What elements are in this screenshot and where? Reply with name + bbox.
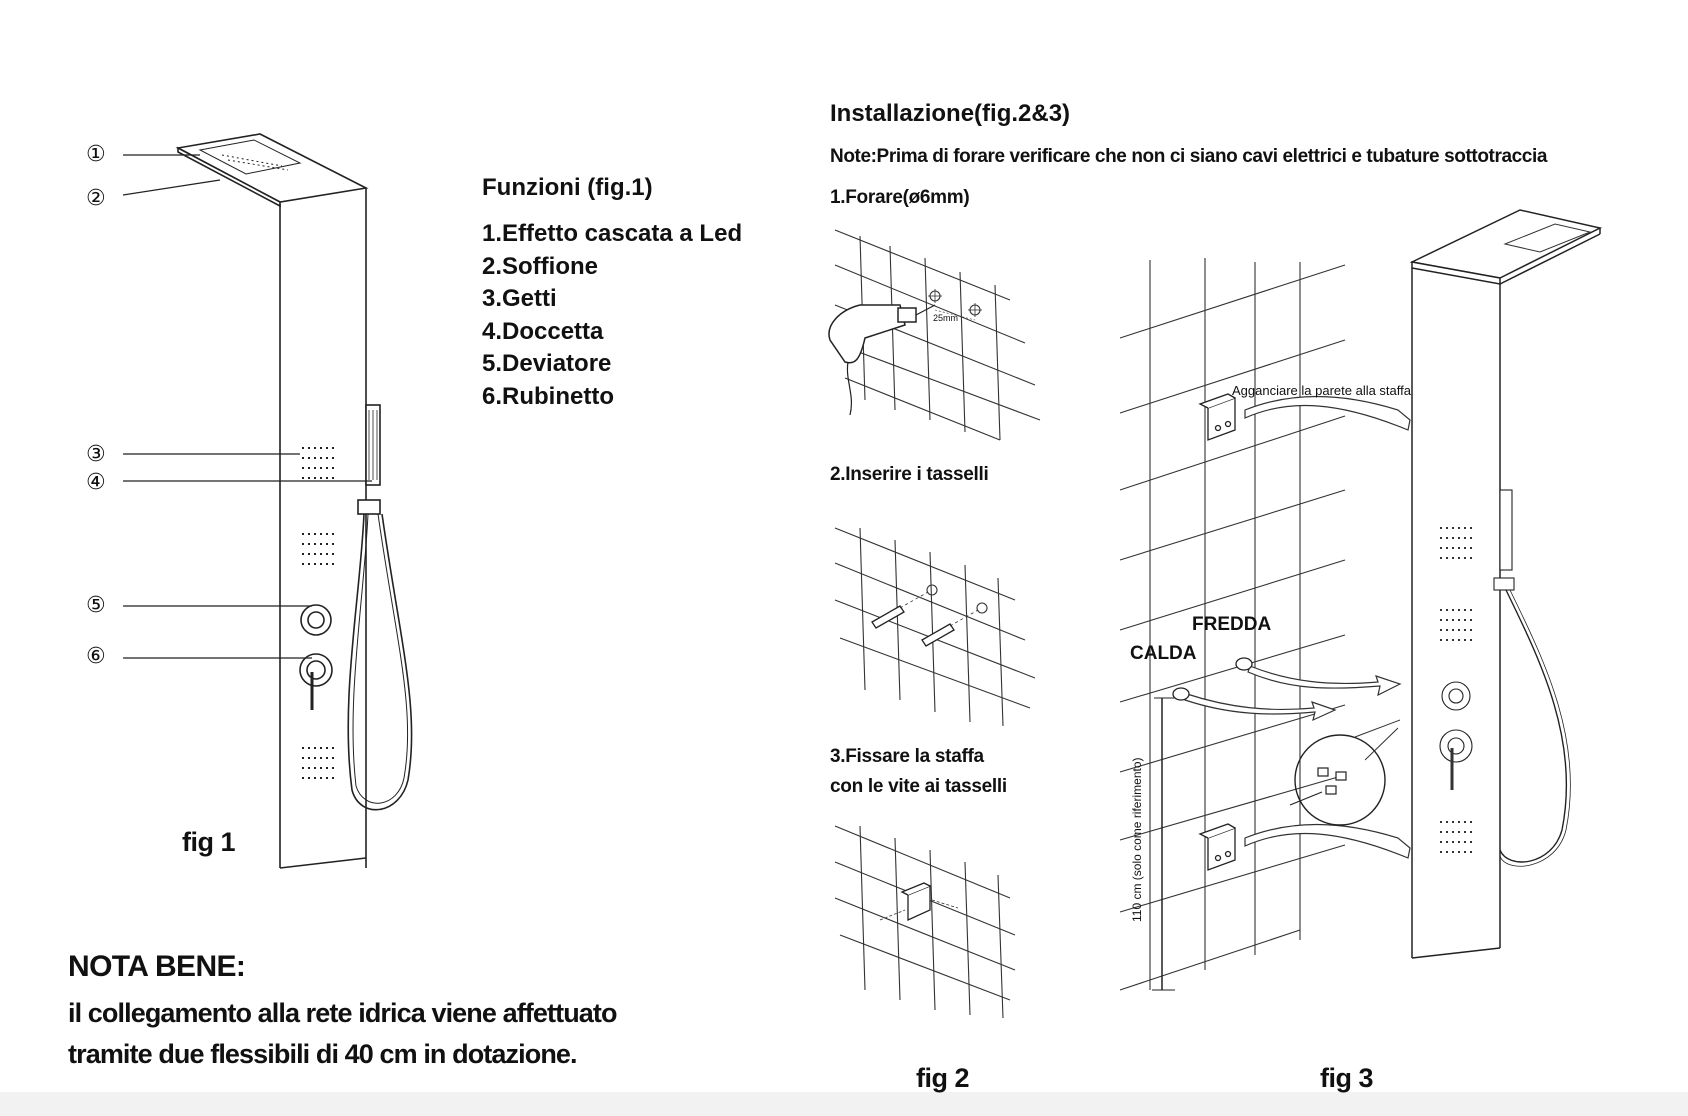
nota-bene-line-1: il collegamento alla rete idrica viene a…: [68, 998, 617, 1028]
fig3-label: fig 3: [1320, 1063, 1374, 1093]
function-item: 2.Soffione: [482, 252, 599, 280]
functions-title: Funzioni (fig.1): [482, 174, 653, 201]
cold-inlet-label: FREDDA: [1192, 614, 1272, 635]
step-3-line-1: 3.Fissare la staffa: [830, 746, 984, 767]
bottom-strip: [0, 1092, 1688, 1116]
fig2-label: fig 2: [916, 1063, 970, 1093]
fig3-wall-grid: [1119, 258, 1346, 991]
step-3-line-2: con le vite ai tasselli: [830, 776, 1007, 797]
hot-inlet-label: CALDA: [1130, 643, 1197, 664]
callout-5: ⑤: [86, 592, 106, 617]
function-item: 3.Getti: [482, 285, 557, 312]
step-1-label: 1.Forare(ø6mm): [830, 187, 970, 208]
drill-icon: [828, 304, 936, 416]
nota-bene-line-2: tramite due flessibili di 40 cm in dotaz…: [68, 1039, 578, 1069]
callout-2: ②: [86, 185, 106, 210]
function-item: 5.Deviatore: [482, 350, 612, 377]
drill-spacing-label: 25mm: [933, 313, 959, 323]
inlet-valves: [1172, 657, 1253, 701]
nota-bene-title: NOTA BENE:: [68, 950, 246, 983]
fig3-arrows: [1184, 395, 1411, 859]
fig3-top-bracket: [1198, 393, 1236, 441]
callout-4: ④: [86, 469, 106, 494]
function-item: 4.Doccetta: [482, 317, 604, 345]
fig1-label: fig 1: [182, 827, 236, 857]
function-item: 1.Effetto cascata a Led: [482, 220, 743, 247]
step-3-label: 3.Fissare la staffa con le vite ai tasse…: [830, 742, 1007, 802]
hook-note-label: Agganciare la parete alla staffa: [1232, 383, 1411, 398]
function-item: 6.Rubinetto: [482, 382, 614, 410]
wall-plugs: [871, 605, 955, 647]
installation-note: Note:Prima di forare verificare che non …: [830, 146, 1548, 167]
functions-list: 1.Effetto cascata a Led 2.Soffione 3.Get…: [482, 218, 742, 413]
step-2-label: 2.Inserire i tasselli: [830, 464, 989, 485]
nota-bene-text: il collegamento alla rete idrica viene a…: [68, 993, 617, 1075]
callout-3: ③: [86, 441, 106, 466]
fig3-bottom-bracket: [1198, 823, 1236, 871]
step3-tile-grid: [834, 825, 1016, 1019]
installation-title: Installazione(fig.2&3): [830, 100, 1071, 127]
callout-1: ①: [86, 141, 106, 166]
height-reference-label: 110 cm (solo come riferimento): [1130, 757, 1144, 923]
callout-6: ⑥: [86, 643, 106, 668]
bracket-icon: [900, 882, 931, 922]
